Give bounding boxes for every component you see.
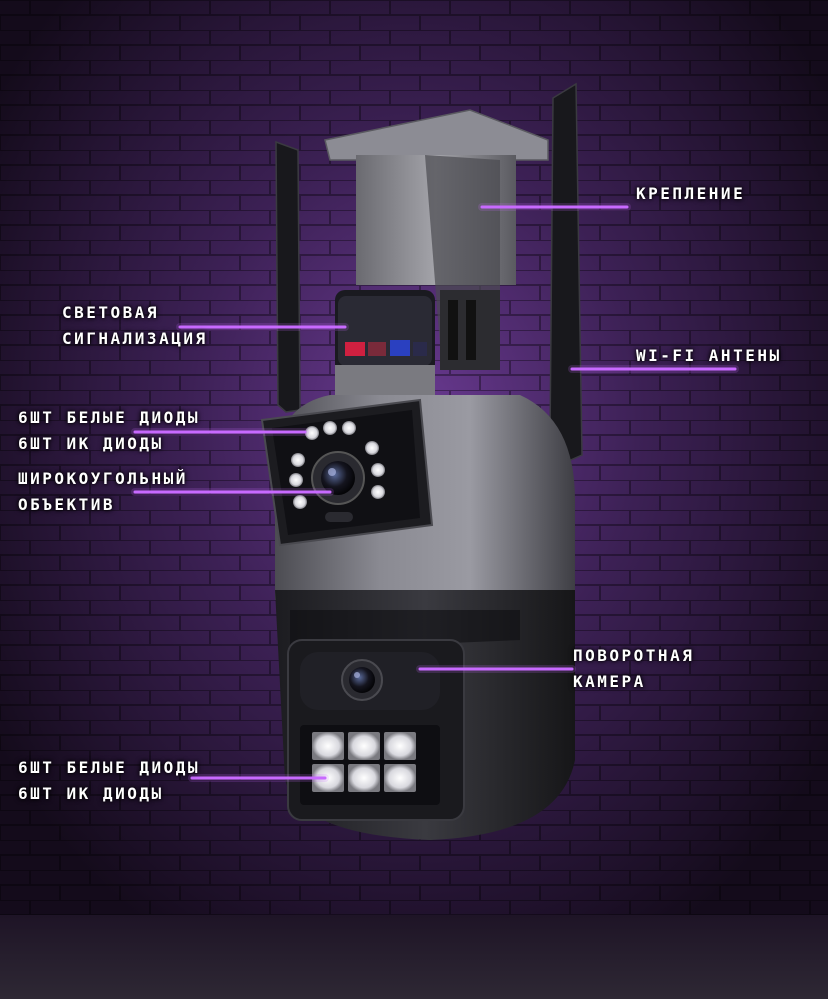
label-bottom-diodes-line1: 6ШТ БЕЛЫЕ ДИОДЫ — [18, 758, 200, 777]
leader-glow — [131, 203, 739, 782]
label-wide-lens: ШИРОКОУГОЛЬНЫЙ ОБЪЕКТИВ — [18, 466, 188, 518]
right-antenna — [549, 82, 583, 463]
label-wifi-antennas-text: WI-FI АНТЕНЫ — [636, 346, 782, 365]
wide-angle-lens — [311, 451, 365, 505]
label-light-signal: СВЕТОВАЯ СИГНАЛИЗАЦИЯ — [62, 300, 208, 352]
leader-lines — [133, 205, 737, 780]
mount-bracket — [324, 109, 549, 370]
label-wide-lens-line1: ШИРОКОУГОЛЬНЫЙ — [18, 469, 188, 488]
label-light-signal-line1: СВЕТОВАЯ — [62, 303, 160, 322]
upper-body — [260, 395, 575, 600]
top-led-array — [289, 421, 385, 522]
label-top-diodes: 6ШТ БЕЛЫЕ ДИОДЫ 6ШТ ИК ДИОДЫ — [18, 405, 200, 457]
label-rotating-camera: ПОВОРОТНАЯ КАМЕРА — [573, 643, 694, 695]
label-bottom-diodes-line2: 6ШТ ИК ДИОДЫ — [18, 784, 164, 803]
label-wifi-antennas: WI-FI АНТЕНЫ — [636, 343, 782, 369]
label-top-diodes-line1: 6ШТ БЕЛЫЕ ДИОДЫ — [18, 408, 200, 427]
floor — [0, 915, 828, 999]
label-mount: КРЕПЛЕНИЕ — [636, 181, 745, 207]
label-top-diodes-line2: 6ШТ ИК ДИОДЫ — [18, 434, 164, 453]
label-mount-text: КРЕПЛЕНИЕ — [636, 184, 746, 203]
label-rotating-camera-line1: ПОВОРОТНАЯ — [573, 646, 695, 665]
label-bottom-diodes: 6ШТ БЕЛЫЕ ДИОДЫ 6ШТ ИК ДИОДЫ — [18, 755, 200, 807]
left-antenna — [275, 140, 301, 413]
label-rotating-camera-line2: КАМЕРА — [573, 672, 646, 691]
bottom-led-array — [312, 732, 416, 792]
label-wide-lens-line2: ОБЪЕКТИВ — [18, 495, 116, 514]
label-light-signal-line2: СИГНАЛИЗАЦИЯ — [62, 329, 208, 348]
light-signal-module — [335, 290, 435, 395]
